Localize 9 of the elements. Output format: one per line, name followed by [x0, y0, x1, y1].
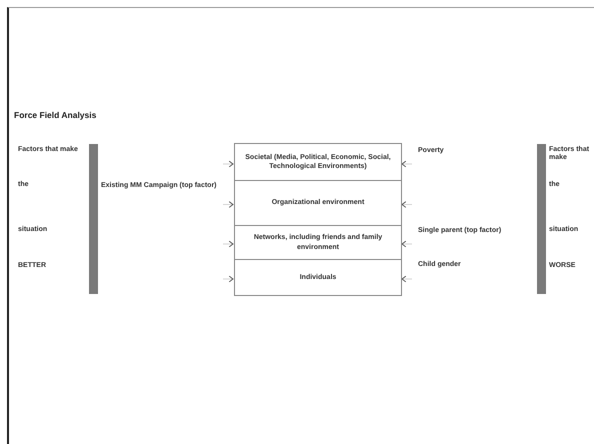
force-arrow [402, 201, 412, 208]
title: Force Field Analysis [14, 110, 96, 120]
force-arrow [402, 160, 412, 168]
force-arrow [222, 160, 234, 168]
force-arrow [222, 276, 234, 282]
force-arrow [222, 201, 234, 208]
force-arrow [402, 276, 412, 282]
force-arrow [402, 240, 412, 248]
force-arrow [222, 240, 234, 248]
